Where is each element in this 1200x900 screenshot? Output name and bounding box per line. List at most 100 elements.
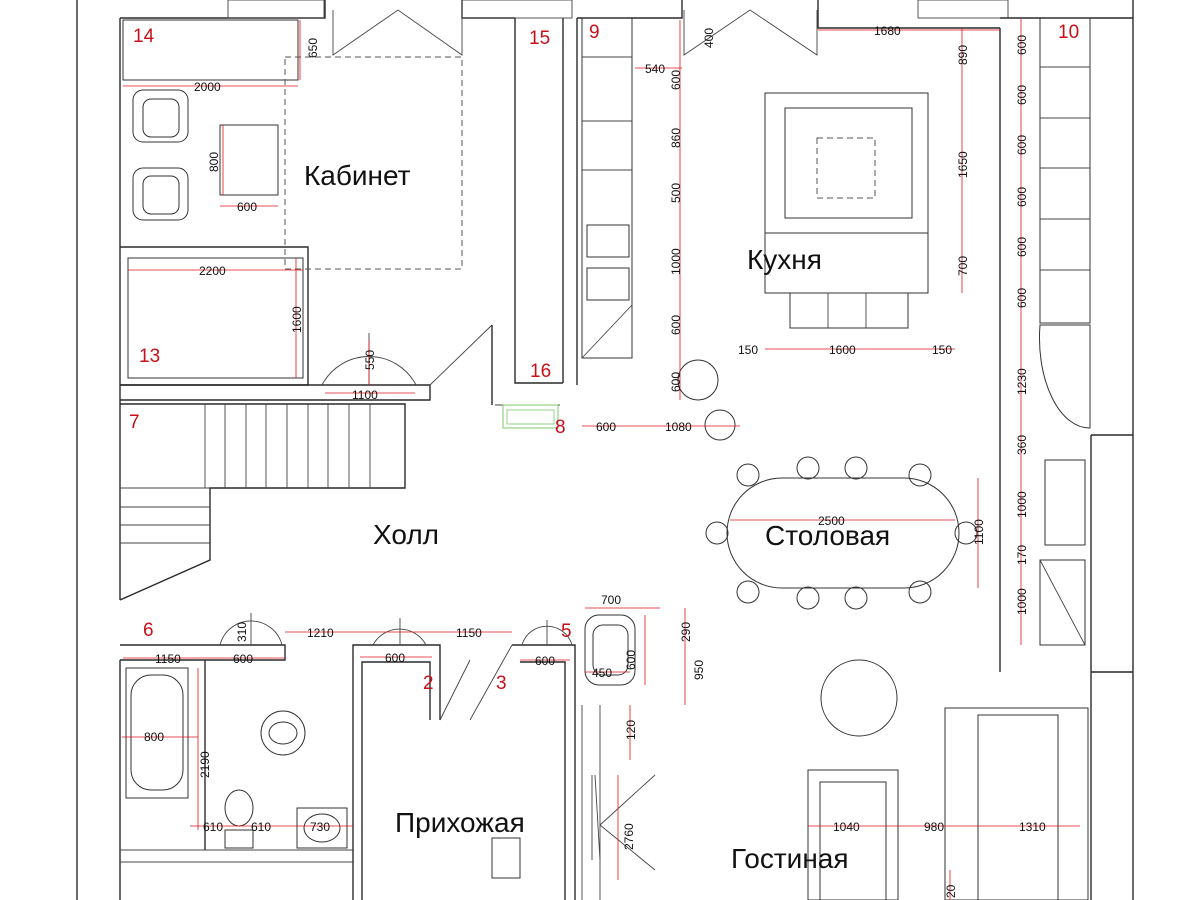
dim-360: 360 bbox=[1015, 435, 1029, 455]
dim-700-entry: 700 bbox=[601, 593, 621, 607]
cabinet-wardrobe bbox=[122, 19, 299, 81]
armchair-top bbox=[132, 89, 189, 143]
dim-600-corridor: 600 bbox=[596, 420, 616, 434]
dimension-labels: 650 2000 800 600 2200 1600 550 1100 400 … bbox=[144, 24, 1046, 898]
furniture bbox=[122, 17, 1091, 900]
bathtub bbox=[125, 667, 189, 799]
dim-600-door2: 600 bbox=[385, 651, 405, 665]
room-labels: Кабинет Кухня Холл Столовая Прихожая Гос… bbox=[304, 160, 890, 874]
coat-rack bbox=[591, 774, 656, 871]
dim-150-left: 150 bbox=[738, 343, 758, 357]
dim-600-kitchen: 600 bbox=[669, 70, 683, 90]
dim-150-right: 150 bbox=[932, 343, 952, 357]
dim-1040: 1040 bbox=[833, 820, 860, 834]
dim-600-r2: 600 bbox=[1015, 85, 1029, 105]
living-sofa bbox=[944, 707, 1089, 900]
room-living-label: Гостиная bbox=[731, 843, 849, 874]
dining-chairs bbox=[705, 456, 978, 610]
room-dining-label: Столовая bbox=[765, 520, 890, 551]
dimension-lines bbox=[122, 18, 1080, 900]
dim-1100: 1100 bbox=[352, 388, 378, 402]
room-entrance-label: Прихожая bbox=[395, 807, 525, 838]
armchair-bottom bbox=[132, 167, 189, 221]
dim-600: 600 bbox=[237, 200, 257, 214]
dim-600-entry: 600 bbox=[624, 650, 638, 670]
dim-1000-fireplace: 1000 bbox=[1015, 491, 1029, 518]
marker-8: 8 bbox=[555, 417, 566, 438]
dim-20: 20 bbox=[944, 884, 958, 898]
dim-600-r1: 600 bbox=[1015, 35, 1029, 55]
dim-1310: 1310 bbox=[1019, 820, 1046, 834]
entry-bench bbox=[491, 837, 521, 879]
dim-1150-mid: 1150 bbox=[456, 626, 482, 640]
kitchen-island bbox=[764, 92, 929, 234]
dim-950: 950 bbox=[692, 660, 706, 680]
sink bbox=[296, 807, 348, 849]
dim-980: 980 bbox=[924, 820, 944, 834]
dim-2190: 2190 bbox=[198, 751, 212, 778]
marker-13: 13 bbox=[139, 346, 160, 367]
dim-730: 730 bbox=[310, 820, 330, 834]
dim-1080: 1080 bbox=[665, 420, 692, 434]
dim-1100-table: 1100 bbox=[972, 519, 986, 545]
room-numbers: 14 15 9 10 13 16 7 8 6 5 2 3 bbox=[129, 22, 1079, 694]
room-hall-label: Холл bbox=[373, 519, 439, 550]
dim-400: 400 bbox=[702, 28, 716, 48]
cabinet-rug bbox=[284, 56, 463, 270]
kitchen-round-unit bbox=[677, 359, 719, 401]
dim-700: 700 bbox=[956, 256, 970, 276]
marker-2: 2 bbox=[423, 673, 434, 694]
right-cabinets bbox=[1039, 17, 1091, 324]
dim-600-round: 600 bbox=[669, 372, 683, 392]
dim-2500: 2500 bbox=[818, 514, 845, 528]
room-cabinet-label: Кабинет bbox=[304, 160, 411, 191]
dim-610-right: 610 bbox=[251, 820, 271, 834]
shower-person bbox=[260, 710, 306, 756]
dim-500: 500 bbox=[669, 183, 683, 203]
living-coffee-table bbox=[807, 769, 899, 900]
dim-1150-left: 1150 bbox=[155, 652, 181, 666]
dim-800-bath: 800 bbox=[144, 730, 164, 744]
dim-600-door6: 600 bbox=[233, 652, 253, 666]
dim-540: 540 bbox=[645, 62, 665, 76]
dim-860: 860 bbox=[669, 128, 683, 148]
marker-16: 16 bbox=[530, 361, 551, 382]
dim-1000: 1000 bbox=[669, 248, 683, 275]
entry-round-cabinet bbox=[584, 614, 636, 686]
walls bbox=[76, 0, 1134, 900]
dim-610-left: 610 bbox=[203, 820, 223, 834]
dim-1600: 1600 bbox=[290, 306, 304, 333]
dim-290: 290 bbox=[679, 622, 693, 642]
dim-450: 450 bbox=[592, 666, 612, 680]
kitchen-counter bbox=[581, 17, 633, 359]
dim-650: 650 bbox=[306, 38, 320, 58]
dim-1000-lower: 1000 bbox=[1015, 588, 1029, 615]
marker-5: 5 bbox=[561, 621, 572, 642]
toilet bbox=[224, 789, 254, 849]
marker-9: 9 bbox=[589, 22, 600, 43]
living-round-table bbox=[820, 659, 898, 737]
dim-1680: 1680 bbox=[874, 24, 901, 38]
dim-1230: 1230 bbox=[1015, 368, 1029, 395]
dim-170: 170 bbox=[1015, 545, 1029, 565]
dim-310: 310 bbox=[235, 622, 249, 642]
dim-1600-island: 1600 bbox=[829, 343, 856, 357]
room-kitchen-label: Кухня bbox=[747, 244, 822, 275]
dim-800: 800 bbox=[207, 152, 221, 172]
marker-15: 15 bbox=[529, 28, 550, 49]
dim-600-r4: 600 bbox=[1015, 187, 1029, 207]
dim-550: 550 bbox=[363, 350, 377, 370]
dim-120: 120 bbox=[624, 720, 638, 740]
marker-10: 10 bbox=[1058, 22, 1079, 43]
marker-6: 6 bbox=[143, 620, 154, 641]
dim-1650: 1650 bbox=[956, 151, 970, 178]
cabinet-desk bbox=[219, 124, 279, 196]
dining-table bbox=[726, 477, 960, 589]
doors bbox=[219, 9, 818, 721]
dim-600-r6: 600 bbox=[1015, 288, 1029, 308]
dim-600-r3: 600 bbox=[1015, 135, 1029, 155]
marker-7: 7 bbox=[129, 412, 140, 433]
dim-2000: 2000 bbox=[194, 80, 221, 94]
marker-3: 3 bbox=[496, 673, 507, 694]
